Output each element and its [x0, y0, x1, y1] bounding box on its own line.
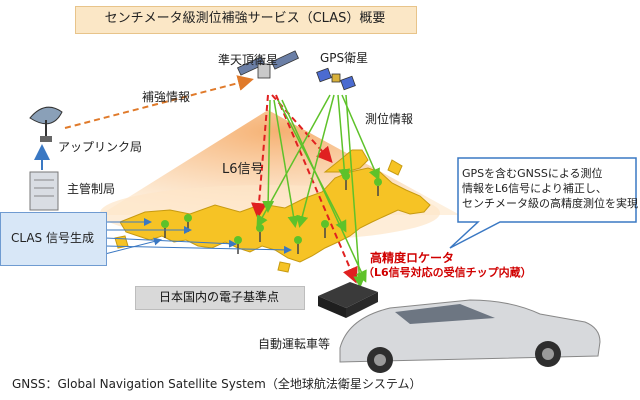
gps-label: GPS衛星	[320, 51, 369, 65]
callout-line: センチメータ級の高精度測位を実現	[462, 197, 638, 210]
gnss-footnote: GNSS：Global Navigation Satellite System（…	[12, 377, 422, 391]
autonomous-vehicles-label: 自動運転車等	[258, 337, 331, 351]
uplink-station-label: アップリンク局	[58, 140, 143, 154]
augmentation-info-label: 補強情報	[142, 90, 191, 104]
callout-bubble	[449, 157, 637, 249]
clas-data-lines	[104, 218, 292, 255]
car-icon	[339, 299, 601, 373]
qzs-satellite-icon	[236, 50, 300, 79]
locator-subtitle: （L6信号対応の受信チップ内蔵）	[363, 266, 532, 279]
callout-line: GPSを含むGNSSによる測位	[462, 167, 603, 180]
locator-title: 高精度ロケータ	[370, 251, 455, 265]
uplink-dish-icon	[29, 106, 63, 142]
clas-signal-generation-box	[0, 212, 107, 266]
gps-satellite-icon	[316, 67, 356, 91]
reference-points-box	[135, 286, 305, 310]
callout-line: 情報をL6信号により補正し、	[462, 182, 607, 195]
gps-signal-arrows	[256, 94, 380, 288]
station-marker	[321, 220, 329, 238]
clas-signal-generation-label: CLAS 信号生成	[11, 231, 94, 245]
callout-text: GPSを含むGNSSによる測位 情報をL6信号により補正し、 センチメータ級の高…	[462, 166, 638, 211]
title-box	[75, 6, 417, 34]
locator-device-icon	[318, 282, 378, 318]
positioning-info-label: 測位情報	[365, 112, 414, 126]
augmentation-arrow	[64, 75, 254, 129]
control-station-server-icon	[29, 171, 59, 211]
qzs-label: 準天頂衛星	[218, 53, 279, 67]
control-station-label: 主管制局	[67, 182, 116, 196]
page-title: センチメータ級測位補強サービス（CLAS）概要	[104, 11, 386, 26]
l6-signal-label: L6信号	[222, 162, 264, 177]
reference-points-label: 日本国内の電子基準点	[158, 290, 279, 304]
station-marker	[294, 236, 302, 254]
